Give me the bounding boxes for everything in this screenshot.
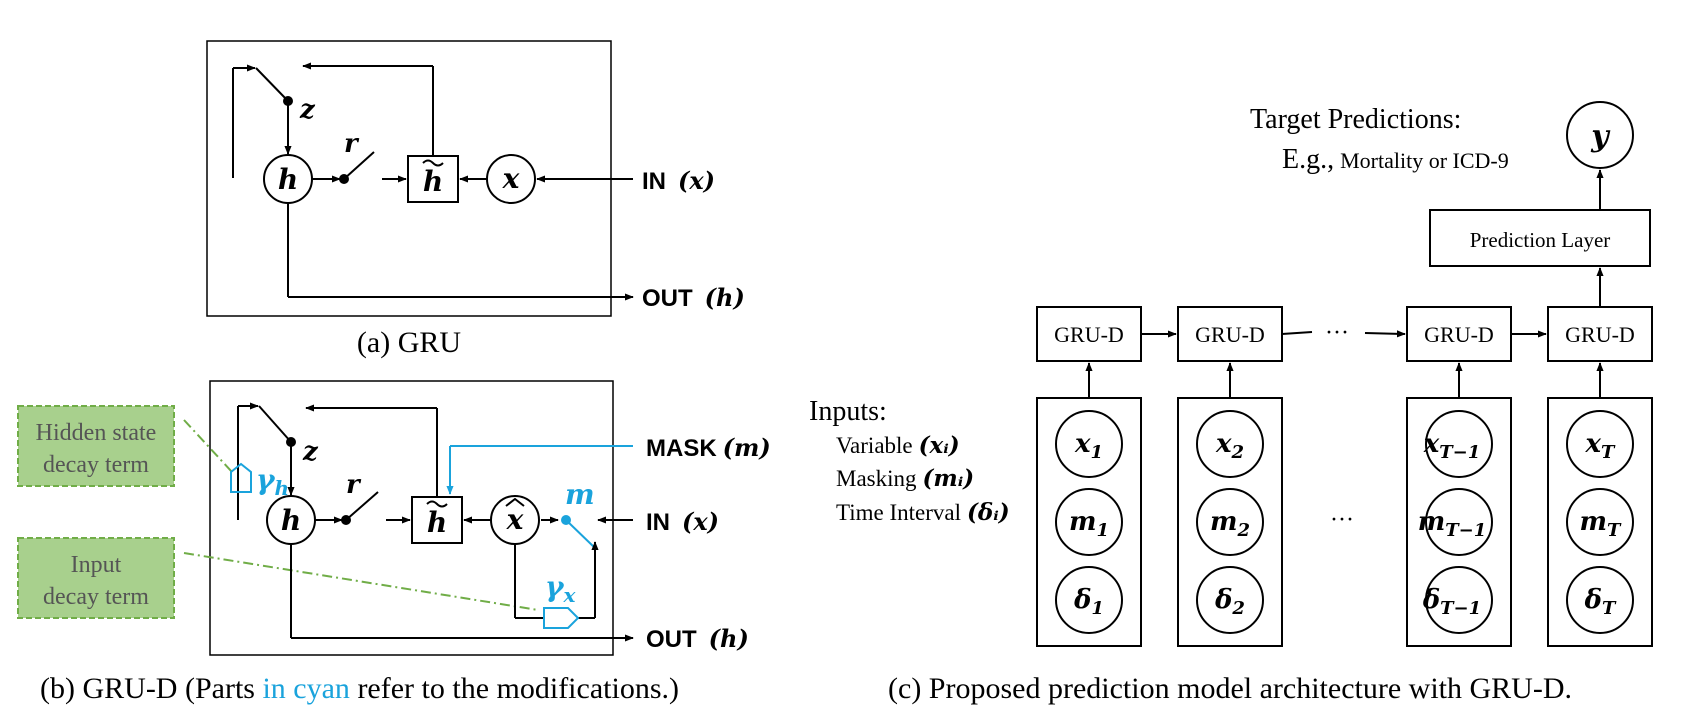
mask-label: MASK (m): [646, 433, 771, 462]
m-input-node-2: [1196, 488, 1264, 556]
target-predictions-eg: E.g.,Mortality or ICD-9: [1282, 144, 1509, 175]
m-input-node-3: [1425, 488, 1493, 556]
input-column-2: x2 m2 δ2: [1177, 362, 1283, 647]
y-output-node: [1566, 101, 1634, 169]
x-input-node-3: [1425, 410, 1493, 478]
panel-a-caption: (a) GRU: [357, 326, 461, 359]
m-input-node-1: [1055, 488, 1123, 556]
gamma-h-decay-icon: [230, 462, 252, 493]
x-input-label-2: x2: [1215, 429, 1244, 463]
z-label-b: z: [302, 437, 319, 467]
gru-d-cell-2: [1177, 306, 1283, 362]
hidden-decay-line2: decay term: [43, 452, 149, 478]
delta-input-label-4: δT: [1584, 585, 1617, 619]
x-input-label-4: xT: [1585, 429, 1617, 463]
chain-ellipsis: ···: [1325, 320, 1349, 346]
h-tilde-label: h: [423, 165, 443, 198]
input-column-4: xT mT δT: [1547, 362, 1653, 647]
m-input-label-3: mT−1: [1418, 507, 1487, 541]
gru-d-cell-1: [1036, 306, 1142, 362]
panel-c-architecture: Target Predictions: E.g.,Mortality or IC…: [809, 101, 1653, 705]
x-hat-label: x: [506, 503, 524, 536]
delta-input-node-2: [1196, 566, 1264, 634]
inputs-title: Inputs:: [809, 396, 887, 427]
delta-input-node-4: [1566, 566, 1634, 634]
input-decay-line2: decay term: [43, 584, 149, 610]
panel-c-caption: (c) Proposed prediction model architectu…: [888, 672, 1572, 705]
h-node-b-label: h: [281, 504, 301, 537]
panel-b-grud: Hidden state decay term Input decay term…: [17, 380, 771, 705]
prediction-layer-box: [1429, 209, 1651, 267]
target-predictions-title: Target Predictions:: [1250, 104, 1461, 135]
y-output-label: y: [1590, 119, 1611, 154]
prediction-layer-label: Prediction Layer: [1470, 228, 1611, 252]
gru-d-cell-4: [1547, 306, 1653, 362]
hidden-state-decay-box: [17, 405, 175, 487]
m-input-label-1: m1: [1069, 507, 1109, 541]
panel-b-caption: (b) GRU-D (Parts in cyan refer to the mo…: [40, 672, 679, 705]
z-label: z: [299, 95, 316, 125]
m-input-node-4: [1566, 488, 1634, 556]
input-decay-box: [17, 537, 175, 619]
gamma-x-decay-icon: [543, 607, 580, 629]
hidden-decay-line1: Hidden state: [36, 420, 157, 446]
gru-d-label-1: GRU-D: [1054, 322, 1124, 347]
delta-input-node-1: [1055, 566, 1123, 634]
gamma-h-label: γh: [256, 463, 289, 500]
input-variable-label: Variable(xᵢ): [836, 432, 960, 459]
input-time-label: Time Interval(δᵢ): [836, 499, 1010, 526]
gru-d-label-4: GRU-D: [1565, 322, 1635, 347]
delta-input-label-3: δT−1: [1422, 585, 1481, 619]
in-label-b: IN (x): [646, 507, 719, 536]
delta-input-label-1: δ1: [1073, 585, 1104, 619]
x-node-label: x: [502, 162, 520, 195]
columns-ellipsis: ···: [1330, 507, 1354, 533]
m-label: m: [565, 478, 595, 511]
h-tilde-b-label: h: [427, 506, 447, 539]
h-node-label: h: [278, 163, 298, 196]
delta-input-label-2: δ2: [1214, 585, 1245, 619]
input-masking-label: Masking(mᵢ): [836, 465, 974, 492]
input-column-3: xT−1 mT−1 δT−1: [1406, 362, 1512, 647]
m-input-label-4: mT: [1580, 507, 1623, 541]
input-decay-line1: Input: [71, 552, 122, 578]
panel-b-frame: [209, 380, 614, 656]
r-label-b: r: [346, 470, 362, 500]
m-input-label-2: m2: [1210, 507, 1250, 541]
x-input-node-2: [1196, 410, 1264, 478]
gru-d-label-3: GRU-D: [1424, 322, 1494, 347]
out-label-a: OUT (h): [642, 283, 745, 312]
gru-d-cell-3: [1406, 306, 1512, 362]
panel-a-gru: z h r h x IN (x) OUT (h): [206, 40, 745, 359]
x-input-node-1: [1055, 410, 1123, 478]
input-column-1: x1 m1 δ1: [1036, 362, 1142, 647]
x-input-label-1: x1: [1074, 429, 1103, 463]
x-input-label-3: xT−1: [1423, 429, 1481, 463]
r-label: r: [344, 129, 360, 159]
out-label-b: OUT (h): [646, 624, 749, 653]
gamma-x-label: γx: [545, 570, 576, 607]
delta-input-node-3: [1425, 566, 1493, 634]
x-input-node-4: [1566, 410, 1634, 478]
gru-d-label-2: GRU-D: [1195, 322, 1265, 347]
in-label-a: IN (x): [642, 166, 715, 195]
